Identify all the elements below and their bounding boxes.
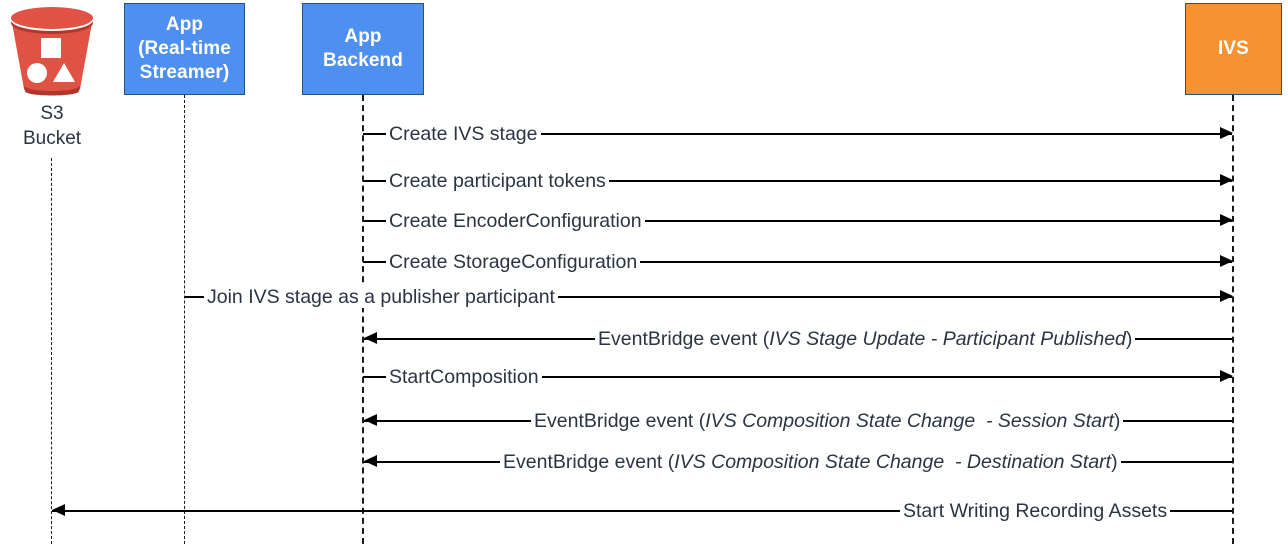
message-arrowhead-6	[364, 331, 377, 344]
message-label-8: EventBridge event (IVS Composition State…	[531, 410, 1124, 432]
message-label-8-suffix: )	[1113, 410, 1121, 432]
message-line-10	[52, 510, 1232, 512]
message-arrowhead-8	[364, 413, 377, 426]
message-label-7: StartComposition	[386, 366, 542, 388]
message-label-5: Join IVS stage as a publisher participan…	[204, 286, 558, 308]
message-arrowhead-7	[1220, 369, 1233, 382]
message-label-6: EventBridge event (IVS Stage Update - Pa…	[595, 328, 1136, 350]
message-label-8-emphasis: IVS Composition State Change - Session S…	[705, 410, 1114, 432]
actor-app-streamer-line2: (Real-time	[138, 38, 231, 59]
message-line-3	[363, 220, 1232, 222]
message-arrowhead-3	[1220, 213, 1233, 226]
actor-app-realtime-streamer[interactable]: App (Real-time Streamer)	[124, 3, 245, 95]
message-line-5	[185, 296, 1232, 298]
actor-app-streamer-line1: App	[165, 14, 204, 35]
actor-app-backend-line1: App	[344, 26, 382, 47]
message-arrowhead-9	[364, 454, 377, 467]
lifeline-app-backend	[362, 95, 364, 544]
message-label-3: Create EncoderConfiguration	[386, 210, 645, 232]
lifeline-s3	[51, 158, 52, 544]
actor-app-backend-line2: Backend	[323, 50, 403, 71]
message-arrowhead-2	[1220, 173, 1233, 186]
s3-bucket-label-line1: S3	[40, 103, 64, 124]
message-label-1: Create IVS stage	[386, 123, 541, 145]
message-label-6-emphasis: IVS Stage Update - Participant Published	[769, 328, 1126, 350]
s3-bucket-icon	[8, 5, 96, 97]
message-label-9-emphasis: IVS Composition State Change - Destinati…	[674, 451, 1112, 473]
message-label-10: Start Writing Recording Assets	[900, 500, 1171, 522]
message-label-8-prefix: EventBridge event (	[534, 410, 706, 432]
actor-app-streamer-line3: Streamer)	[139, 62, 230, 83]
s3-bucket-label: S3 Bucket	[0, 101, 104, 151]
message-label-9: EventBridge event (IVS Composition State…	[500, 451, 1121, 473]
actor-ivs[interactable]: IVS	[1185, 3, 1282, 95]
message-label-6-prefix: EventBridge event (	[598, 328, 770, 350]
message-arrowhead-5	[1220, 289, 1233, 302]
message-label-9-prefix: EventBridge event (	[503, 451, 675, 473]
message-label-2: Create participant tokens	[386, 170, 609, 192]
lifeline-app-realtime-streamer	[184, 95, 185, 544]
message-label-6-suffix: )	[1125, 328, 1133, 350]
message-label-4: Create StorageConfiguration	[386, 251, 641, 273]
actor-app-backend[interactable]: App Backend	[302, 3, 424, 95]
lifeline-ivs	[1232, 95, 1234, 544]
message-arrowhead-10	[52, 503, 65, 516]
message-arrowhead-1	[1220, 126, 1233, 139]
message-line-7	[363, 376, 1232, 378]
message-label-9-suffix: )	[1111, 451, 1118, 473]
message-arrowhead-4	[1220, 254, 1233, 267]
message-line-4	[363, 261, 1232, 263]
s3-bucket-label-line2: Bucket	[22, 128, 82, 149]
message-line-1	[363, 133, 1232, 135]
actor-ivs-line1: IVS	[1218, 38, 1249, 59]
message-line-2	[363, 180, 1232, 182]
